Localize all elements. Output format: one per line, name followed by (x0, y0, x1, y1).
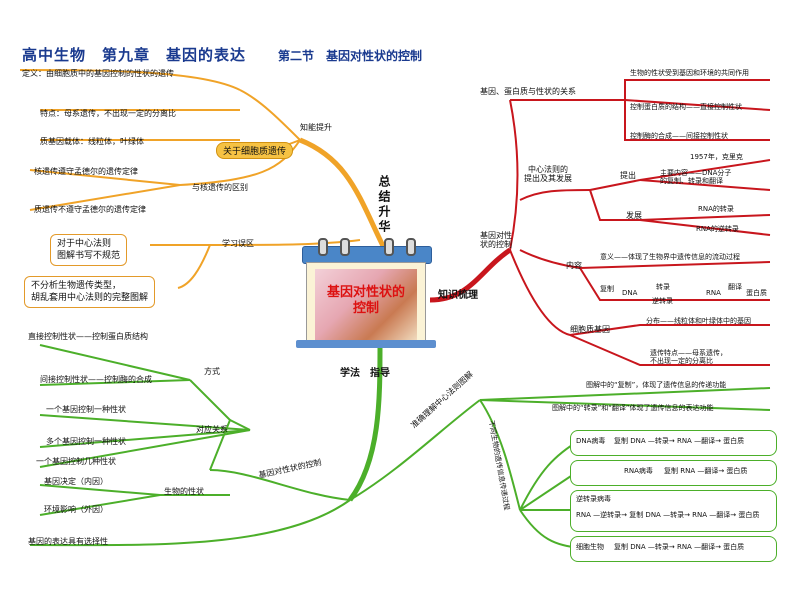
cyto-item: 质基因载体：线粒体，叶绿体 (40, 137, 144, 146)
dev-item: RNA的转录 (698, 205, 734, 213)
page-title: 高中生物 第九章 基因的表达 (22, 46, 247, 64)
relation-item: 一个基因控制一种性状 (46, 405, 126, 414)
calendar-ring-icon (318, 238, 328, 256)
trait-label: 生物的性状 (164, 487, 204, 496)
organism-flow: RNA —逆转录→ 复制 DNA —转录→ RNA —翻译→ 蛋白质 (576, 511, 760, 519)
dev-item: RNA的逆转录 (696, 225, 739, 233)
calendar-page: 基因对性状的控制 (306, 262, 426, 348)
inheritance: 遗传特点——母系遗传， 不出现一定的分离比 (650, 349, 727, 365)
trait-item: 环境影响（外因） (44, 505, 108, 514)
organism-box (570, 460, 777, 486)
cyto-item: 特点：母系遗传，不出现一定的分离比 (40, 109, 176, 118)
organism-flow: 复制 DNA —转录→ RNA —翻译→ 蛋白质 (614, 437, 745, 445)
trait-item: 基因决定（内因） (44, 477, 108, 486)
relation-item: 控制酶的合成——间接控制性状 (630, 132, 728, 140)
diagram-dna: DNA (622, 289, 638, 297)
branch-study: 学法 指导 (340, 368, 390, 379)
cytoplasm-pill: 关于细胞质遗传 (216, 142, 294, 159)
organism-flow: 复制 DNA —转录→ RNA —翻译→ 蛋白质 (614, 543, 745, 551)
calendar-base (296, 340, 436, 348)
calendar-ring-icon (384, 238, 394, 256)
diagram-replicate: 复制 (600, 285, 614, 293)
proposal-year: 1957年，克里克 (690, 153, 743, 161)
cyto-item: 定义：由细胞质中的基因控制的性状的遗传 (22, 69, 174, 78)
organism-name: 逆转录病毒 (576, 495, 611, 503)
nuclear-item: 核遗传遵守孟德尔的遗传定律 (34, 167, 138, 176)
relation-label: 基因、蛋白质与性状的关系 (480, 87, 576, 96)
trait-label: 基因对性 状的控制 (480, 231, 512, 249)
ability-label: 知能提升 (300, 123, 332, 132)
calendar-image (315, 269, 417, 341)
diagram-transcribe: 转录 (656, 283, 670, 291)
mistake-box: 不分析生物遗传类型， 胡乱套用中心法则的完整图解 (24, 276, 156, 309)
branch-knowledge: 知识梳理 (438, 290, 478, 301)
mistake-label: 学习误区 (222, 239, 254, 248)
development-label: 发展 (626, 211, 642, 220)
organism-name: DNA病毒 (576, 437, 606, 445)
organism-flow: 复制 RNA —翻译→ 蛋白质 (664, 467, 748, 475)
center-calendar: 基因对性状的控制 (296, 238, 436, 350)
organism-name: 细胞生物 (576, 543, 604, 551)
central-label: 中心法则的 提出及其发展 (524, 165, 572, 183)
central-item: 图解中的“转录”和“翻译”体现了遗传信息的表达功能 (552, 404, 714, 412)
selective-item: 基因的表达具有选择性 (28, 537, 108, 546)
relation-label: 对应关系 (196, 425, 228, 434)
calendar-ring-icon (340, 238, 350, 256)
calendar-ring-icon (406, 238, 416, 256)
nuclear-item: 质遗传不遵守孟德尔的遗传定律 (34, 205, 146, 214)
diagram-reverse: 逆转录 (652, 297, 673, 305)
mistake-box: 对于中心法则 图解书写不规范 (50, 234, 128, 267)
branch-summary: 总结升华 (377, 175, 391, 235)
organism-box (570, 536, 777, 562)
diagram-rna: RNA (706, 289, 721, 297)
organism-box (570, 490, 777, 532)
page-subtitle: 第二节 基因对性状的控制 (278, 49, 423, 63)
nuclear-label: 与核遗传的区别 (192, 183, 248, 192)
relation-item: 一个基因控制几种性状 (36, 457, 116, 466)
way-label: 方式 (204, 367, 220, 376)
relation-item: 控制蛋白质的结构——直接控制性状 (630, 103, 742, 111)
distribution: 分布——线粒体和叶绿体中的基因 (646, 317, 751, 325)
diagram-protein: 蛋白质 (746, 289, 767, 297)
content-meaning: 意义——体现了生物界中遗传信息的流动过程 (600, 253, 740, 261)
relation-item: 多个基因控制一种性状 (46, 437, 126, 446)
organism-box (570, 430, 777, 456)
way-item: 间接控制性状——控制酶的合成 (40, 375, 152, 384)
relation-item: 生物的性状受到基因和环境的共同作用 (630, 69, 749, 77)
proposal-label: 提出 (620, 171, 636, 180)
proposal-content: 主要内容——DNA分子 的复制、转录和翻译 (660, 169, 732, 185)
organism-name: RNA病毒 (624, 467, 653, 475)
central-item: 图解中的“复制”，体现了遗传信息的传递功能 (586, 381, 727, 389)
cyto-gene-label: 细胞质基因 (570, 325, 610, 334)
center-topic: 基因对性状的控制 (327, 285, 406, 316)
content-label: 内容 (566, 261, 582, 270)
diagram-translate: 翻译 (728, 283, 742, 291)
way-item: 直接控制性状——控制蛋白质结构 (28, 332, 148, 341)
